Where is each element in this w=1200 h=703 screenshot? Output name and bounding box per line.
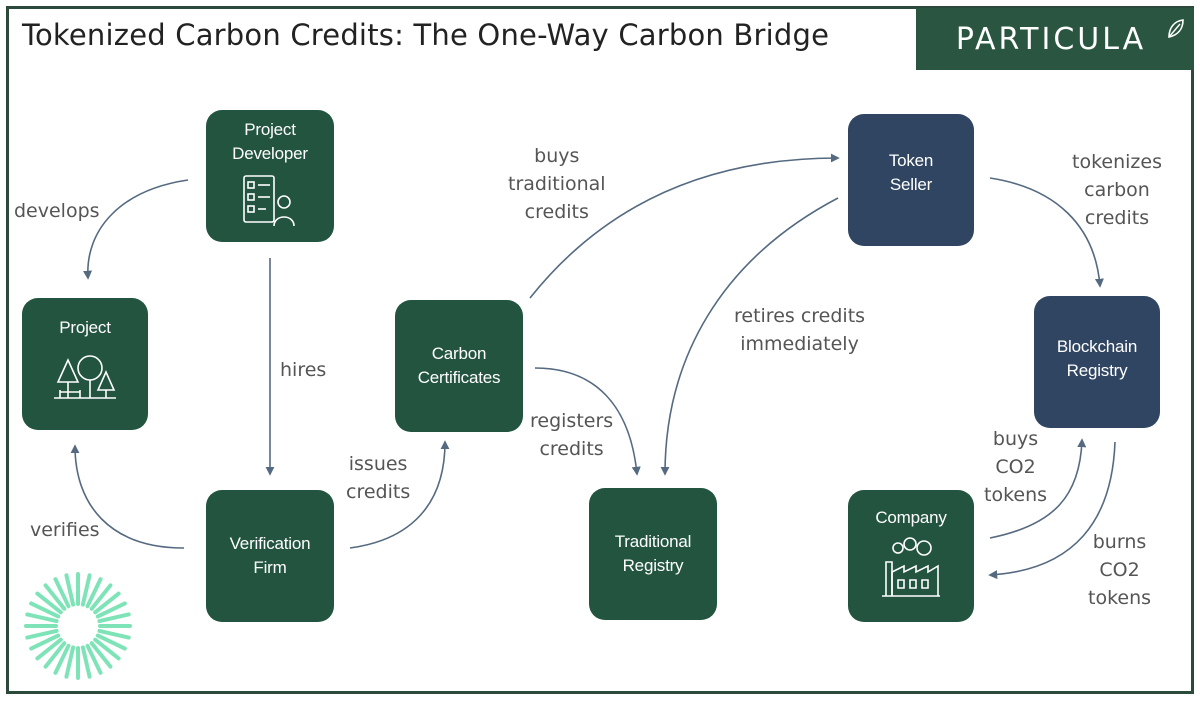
arrow-registers-credits bbox=[534, 367, 641, 476]
node-carbon-certificates: Carbon Certificates bbox=[395, 300, 523, 432]
page-title: Tokenized Carbon Credits: The One-Way Ca… bbox=[22, 18, 830, 52]
sunburst-icon bbox=[24, 572, 132, 680]
edge-label-issues-credits: issues credits bbox=[346, 453, 411, 503]
edge-label-retires-credits: retires credits immediately bbox=[734, 305, 866, 355]
arrow-burns-co2-tokens bbox=[988, 441, 1116, 580]
sunburst-ray bbox=[95, 633, 127, 651]
sunburst-ray bbox=[53, 577, 71, 609]
forest-icon bbox=[54, 355, 116, 399]
edge-label-buys-traditional-credits: buys traditional credits bbox=[508, 145, 606, 223]
sunburst-ray bbox=[64, 645, 76, 679]
arrow-verifies bbox=[70, 444, 185, 549]
node-verification-firm: Verification Firm bbox=[206, 490, 334, 622]
arrow-buys-traditional-credits bbox=[529, 153, 840, 299]
node-blockchain-registry: Blockchain Registry bbox=[1034, 296, 1160, 428]
arrow-buys-co2-tokens bbox=[989, 438, 1087, 539]
edge-label-develops: develops bbox=[14, 200, 100, 222]
sunburst-ray bbox=[80, 573, 92, 607]
sunburst-ray bbox=[43, 583, 67, 611]
sunburst-ray bbox=[35, 637, 63, 661]
sunburst-ray bbox=[80, 645, 92, 679]
node-token-seller: Token Seller bbox=[848, 114, 974, 246]
node-label: Project bbox=[59, 318, 111, 337]
sunburst-ray bbox=[35, 591, 63, 615]
edge-label-hires: hires bbox=[280, 359, 327, 381]
sunburst-ray bbox=[29, 633, 61, 651]
sunburst-ray bbox=[97, 612, 131, 624]
edge-label-buys-co2-tokens: buys CO2 tokens bbox=[984, 428, 1048, 506]
node-company: Company bbox=[848, 490, 974, 622]
sunburst-ray bbox=[25, 612, 59, 624]
brand-logo: PARTICULA bbox=[916, 8, 1194, 70]
edge-label-verifies: verifies bbox=[30, 519, 100, 541]
edge-label-burns-co2-tokens: burns CO2 tokens bbox=[1088, 531, 1152, 609]
arrow-retires-credits bbox=[660, 197, 839, 476]
logo-text: PARTICULA bbox=[955, 21, 1147, 57]
node-label: Verification Firm bbox=[229, 534, 311, 577]
edge-label-registers-credits: registers credits bbox=[530, 410, 614, 460]
node-project: Project bbox=[22, 298, 148, 430]
node-label: Company bbox=[875, 508, 947, 527]
sunburst-ray bbox=[89, 641, 113, 669]
edge-label-tokenizes: tokenizes carbon credits bbox=[1072, 151, 1162, 229]
sunburst-ray bbox=[93, 637, 121, 661]
sunburst-ray bbox=[53, 643, 71, 675]
sunburst-ray bbox=[43, 641, 67, 669]
node-label: Blockchain Registry bbox=[1056, 337, 1138, 380]
leaf-icon bbox=[1168, 19, 1184, 38]
sunburst-ray bbox=[85, 577, 103, 609]
node-project-developer: Project Developer bbox=[206, 110, 334, 242]
sunburst-ray bbox=[29, 601, 61, 619]
sunburst-ray bbox=[93, 591, 121, 615]
arrow-issues-credits bbox=[349, 440, 450, 549]
arrow-tokenizes bbox=[989, 177, 1104, 288]
factory-icon bbox=[882, 537, 940, 597]
sunburst-ray bbox=[89, 583, 113, 611]
sunburst-ray bbox=[85, 643, 103, 675]
arrow-develops bbox=[83, 179, 189, 280]
node-label: Token Seller bbox=[888, 151, 934, 194]
node-label: Project Developer bbox=[232, 120, 308, 163]
sunburst-ray bbox=[25, 628, 59, 640]
sunburst-ray bbox=[97, 628, 131, 640]
sunburst-ray bbox=[64, 573, 76, 607]
node-label: Traditional Registry bbox=[614, 532, 692, 575]
node-traditional-registry: Traditional Registry bbox=[589, 488, 717, 620]
checklist-person-icon bbox=[243, 175, 295, 227]
sunburst-ray bbox=[95, 601, 127, 619]
node-label: Carbon Certificates bbox=[417, 344, 501, 387]
